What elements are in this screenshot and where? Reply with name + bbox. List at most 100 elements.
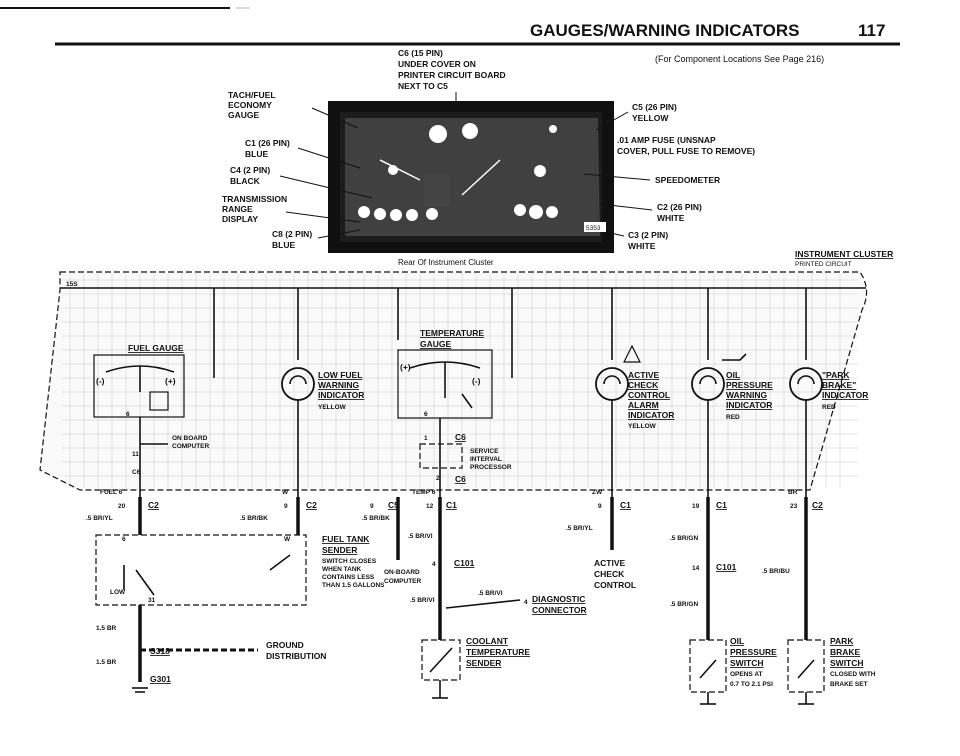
warning-triangle-icon (623, 344, 641, 363)
component-locations-note: (For Component Locations See Page 216) (655, 54, 824, 64)
svg-text:SENDER: SENDER (466, 658, 501, 668)
svg-text:SWITCH: SWITCH (830, 658, 864, 668)
c101-right: 14 C101 .5 BR/BU .5 BR/GN (670, 562, 790, 608)
svg-text:BRAKE": BRAKE" (822, 380, 856, 390)
svg-text:ON BOARD: ON BOARD (172, 435, 208, 442)
svg-text:FUEL 6: FUEL 6 (100, 489, 123, 496)
svg-text:YELLOW: YELLOW (628, 423, 657, 430)
svg-text:C6 (15 PIN): C6 (15 PIN) (398, 48, 443, 58)
active-check-indicator: ACTIVE CHECK CONTROL ALARM INDICATOR YEL… (595, 344, 674, 497)
svg-text:.5 BR/BK: .5 BR/BK (240, 515, 268, 522)
on-board-computer-link: ON BOARD COMPUTER 11 C6 (132, 435, 210, 476)
svg-text:OIL: OIL (726, 370, 740, 380)
svg-text:.5 BR/VI: .5 BR/VI (410, 597, 435, 604)
svg-text:C5 (26 PIN): C5 (26 PIN) (632, 102, 677, 112)
printed-circuit-outline: 15S (39, 271, 868, 491)
svg-text:W: W (284, 536, 291, 543)
svg-text:ECONOMY: ECONOMY (228, 100, 272, 110)
svg-text:WARNING: WARNING (318, 380, 359, 390)
svg-text:UNDER COVER ON: UNDER COVER ON (398, 59, 476, 69)
svg-text:OPENS AT: OPENS AT (730, 671, 763, 678)
svg-text:C6: C6 (455, 474, 466, 484)
svg-text:15S: 15S (66, 281, 78, 288)
svg-text:PARK: PARK (830, 636, 854, 646)
svg-text:23: 23 (790, 503, 798, 510)
svg-text:INDICATOR: INDICATOR (628, 410, 674, 420)
svg-text:0.7 TO 2.1 PSI: 0.7 TO 2.1 PSI (730, 681, 773, 688)
svg-text:(-): (-) (472, 376, 481, 386)
svg-text:CONNECTOR: CONNECTOR (532, 605, 587, 615)
svg-text:G301: G301 (150, 674, 171, 684)
board-wire-labels: FUEL 6 W TEMP 6 ZW BR (100, 489, 798, 496)
svg-text:C4 (2 PIN): C4 (2 PIN) (230, 165, 270, 175)
svg-text:20: 20 (118, 503, 126, 510)
svg-text:6: 6 (424, 411, 428, 418)
svg-text:"PARK: "PARK (822, 370, 850, 380)
svg-text:INDICATOR: INDICATOR (822, 390, 868, 400)
svg-text:COVER, PULL FUSE TO REMOVE): COVER, PULL FUSE TO REMOVE) (617, 146, 755, 156)
cluster-caption: Rear Of Instrument Cluster (398, 258, 494, 267)
svg-text:BRAKE: BRAKE (830, 647, 861, 657)
temperature-gauge: TEMPERATURE GAUGE (+) (-) 6 1 C6 SERVICE… (397, 328, 512, 497)
svg-text:19: 19 (692, 503, 700, 510)
svg-text:YELLOW: YELLOW (632, 113, 669, 123)
svg-text:6: 6 (126, 411, 130, 418)
svg-text:C101: C101 (454, 558, 475, 568)
svg-text:TEMPERATURE: TEMPERATURE (420, 328, 484, 338)
ground-distribution: GROUND DISTRIBUTION 1.5 BR 1.5 BR S318 G… (96, 625, 326, 693)
svg-text:.5 BR/YL: .5 BR/YL (86, 515, 113, 522)
fuel-gauge: FUEL GAUGE (-) (+) 6 (93, 343, 185, 497)
thermometer-icon (461, 393, 473, 409)
svg-text:C6: C6 (132, 469, 141, 476)
svg-text:.5 BR/BU: .5 BR/BU (762, 568, 790, 575)
svg-text:SENDER: SENDER (322, 545, 357, 555)
svg-text:4: 4 (432, 561, 436, 568)
svg-text:SERVICE: SERVICE (470, 448, 499, 455)
svg-text:COOLANT: COOLANT (466, 636, 509, 646)
svg-text:ACTIVE: ACTIVE (594, 558, 626, 568)
svg-text:(+): (+) (165, 376, 176, 386)
svg-text:ACTIVE: ACTIVE (628, 370, 660, 380)
svg-text:CHECK: CHECK (628, 380, 659, 390)
svg-text:W: W (282, 489, 289, 496)
park-brake-switch: PARK BRAKE SWITCH CLOSED WITH BRAKE SET (787, 636, 876, 705)
low-fuel-indicator: LOW FUEL WARNING INDICATOR YELLOW (281, 367, 364, 497)
svg-text:TRANSMISSION: TRANSMISSION (222, 194, 287, 204)
svg-text:4: 4 (524, 599, 528, 606)
svg-text:CONTROL: CONTROL (594, 580, 636, 590)
svg-text:BRAKE SET: BRAKE SET (830, 681, 868, 688)
photo-number: 5353 (586, 225, 601, 232)
svg-text:.5 BR/GN: .5 BR/GN (670, 601, 698, 608)
svg-text:PROCESSOR: PROCESSOR (470, 464, 512, 471)
svg-text:FUEL GAUGE: FUEL GAUGE (128, 343, 184, 353)
svg-text:RANGE: RANGE (222, 204, 253, 214)
svg-text:.5 BR/YL: .5 BR/YL (566, 525, 593, 532)
svg-text:C2 (26 PIN): C2 (26 PIN) (657, 202, 702, 212)
svg-text:CLOSED WITH: CLOSED WITH (830, 671, 876, 678)
svg-text:CONTROL: CONTROL (628, 390, 670, 400)
svg-text:RED: RED (726, 414, 740, 421)
svg-text:.5 BR/BK: .5 BR/BK (362, 515, 390, 522)
svg-text:INTERVAL: INTERVAL (470, 456, 502, 463)
svg-text:CONTAINS LESS: CONTAINS LESS (322, 574, 375, 581)
svg-text:CHECK: CHECK (594, 569, 625, 579)
svg-text:.5 BR/VI: .5 BR/VI (478, 590, 503, 597)
svg-text:INDICATOR: INDICATOR (318, 390, 364, 400)
fuel-tank-sender: 6 W LOW 31 FUEL TANK SENDER SWITCH CLOSE… (95, 534, 422, 650)
svg-text:WARNING: WARNING (726, 390, 767, 400)
svg-text:WHITE: WHITE (628, 241, 656, 251)
svg-text:BLUE: BLUE (245, 149, 268, 159)
svg-text:ON-BOARD: ON-BOARD (384, 569, 420, 576)
svg-text:2: 2 (436, 475, 440, 482)
svg-text:.5 BR/GN: .5 BR/GN (670, 535, 698, 542)
svg-text:(-): (-) (96, 376, 105, 386)
svg-text:COMPUTER: COMPUTER (384, 578, 422, 585)
svg-text:FUEL TANK: FUEL TANK (322, 534, 370, 544)
cluster-callouts-left: TACH/FUEL ECONOMY GAUGE C1 (26 PIN) BLUE… (222, 90, 373, 250)
svg-text:11: 11 (132, 451, 139, 458)
svg-text:C8 (2 PIN): C8 (2 PIN) (272, 229, 312, 239)
svg-text:ALARM: ALARM (628, 400, 659, 410)
cluster-callouts-right: C5 (26 PIN) YELLOW .01 AMP FUSE (UNSNAP … (583, 102, 755, 251)
active-check-control-unit: ACTIVE CHECK CONTROL (594, 558, 636, 590)
